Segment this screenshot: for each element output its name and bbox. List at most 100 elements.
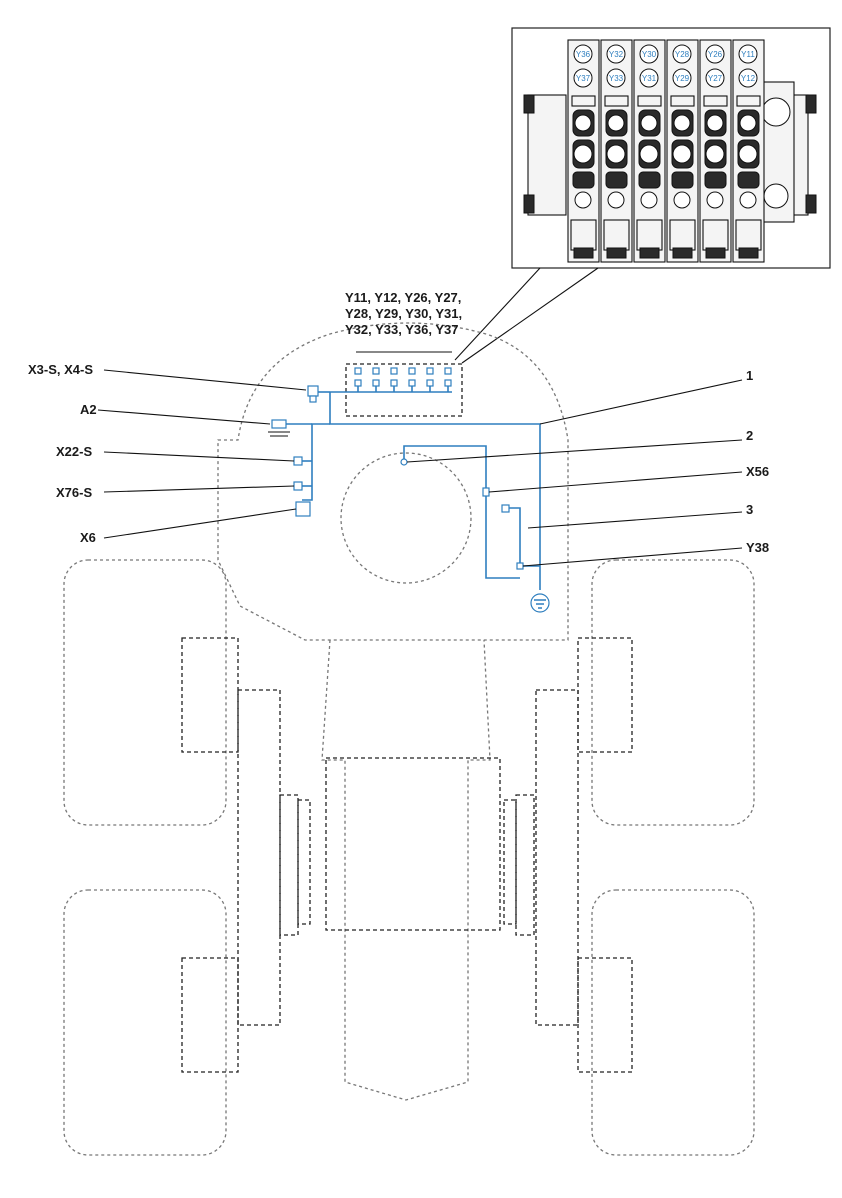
x3-x4-connector xyxy=(307,385,319,397)
slice-foot-base xyxy=(672,247,693,259)
inset-pointer-right xyxy=(461,267,599,364)
coil-top xyxy=(639,44,659,64)
slice-port-ring xyxy=(573,144,593,164)
coil-top-label: Y26 xyxy=(708,50,723,59)
x56-connector xyxy=(482,487,490,497)
harness-branch-turntable xyxy=(403,445,520,579)
slice-spool xyxy=(574,191,592,209)
label-x56: X56 xyxy=(746,464,769,479)
coil-top-label: Y30 xyxy=(642,50,657,59)
coil-top xyxy=(705,44,725,64)
slice-foot-base xyxy=(573,247,594,259)
valve-connector-top xyxy=(372,367,380,375)
coil-top-label: Y32 xyxy=(609,50,624,59)
valve-group-label-3: Y32, Y33, Y36, Y37 xyxy=(345,322,459,337)
valve-connector-top xyxy=(390,367,398,375)
valve-connector-bottom xyxy=(390,379,398,387)
valve-connector-top xyxy=(444,367,452,375)
coil-bottom-label: Y29 xyxy=(675,74,690,83)
harness-trunk xyxy=(329,391,541,590)
slice-port-ring xyxy=(672,144,692,164)
coil-top xyxy=(738,44,758,64)
valve-connectors xyxy=(354,367,452,392)
hub-front-left xyxy=(181,637,239,753)
coil-bottom xyxy=(672,68,692,88)
x22-connector xyxy=(293,456,303,466)
slice-foot-base xyxy=(705,247,726,259)
slice-port-ring xyxy=(607,114,625,132)
leader-lines xyxy=(97,369,743,567)
coil-bottom xyxy=(705,68,725,88)
valve-group-label-1: Y11, Y12, Y26, Y27, xyxy=(345,290,461,305)
label-x6: X6 xyxy=(80,530,96,545)
slice-foot xyxy=(669,219,696,251)
coil-bottom xyxy=(738,68,758,88)
x6-connector xyxy=(295,501,311,517)
ground-symbol xyxy=(530,593,550,613)
slice-port-ring xyxy=(706,114,724,132)
slice-port xyxy=(737,171,760,189)
label-a2: A2 xyxy=(80,402,97,417)
slice-port-ring xyxy=(738,144,758,164)
coil-top-label: Y28 xyxy=(675,50,690,59)
coil-top-label: Y11 xyxy=(741,50,755,59)
slice-port-ring xyxy=(606,144,626,164)
slice-port xyxy=(671,171,694,189)
slice-port-ring xyxy=(639,144,659,164)
item3-connector xyxy=(501,504,510,513)
coil-bottom-label: Y33 xyxy=(609,74,624,83)
slice-foot xyxy=(570,219,597,251)
hub-rear-right xyxy=(577,957,633,1073)
item2-sensor xyxy=(400,458,408,466)
coil-top-label: Y36 xyxy=(576,50,591,59)
slice-port-ring xyxy=(673,114,691,132)
slice-foot xyxy=(636,219,663,251)
engine-block xyxy=(325,757,501,931)
harness-left-drop xyxy=(302,423,330,501)
wheel-front-left xyxy=(63,559,227,826)
slice-detail xyxy=(637,95,662,107)
label-x22: X22-S xyxy=(56,444,92,459)
valve-connector-bottom xyxy=(408,379,416,387)
label-item2: 2 xyxy=(746,428,753,443)
coil-bottom-label: Y37 xyxy=(576,74,591,83)
slice-foot-base xyxy=(738,247,759,259)
valve-group-label-2: Y28, Y29, Y30, Y31, xyxy=(345,306,462,321)
upper-housing-outline xyxy=(217,322,569,641)
coil-bottom-label: Y27 xyxy=(708,74,723,83)
slice-port xyxy=(605,171,628,189)
valve-group-box xyxy=(345,363,463,417)
valve-connector-bottom xyxy=(354,379,362,387)
slice-detail xyxy=(604,95,629,107)
coil-bottom xyxy=(606,68,626,88)
slice-port-ring xyxy=(705,144,725,164)
label-x3-x4: X3-S, X4-S xyxy=(28,362,93,377)
label-x76: X76-S xyxy=(56,485,92,500)
machine-outline xyxy=(63,322,755,1156)
labels: Y11, Y12, Y26, Y27, Y28, Y29, Y30, Y31, … xyxy=(28,290,769,555)
slice-port xyxy=(704,171,727,189)
slice-spool xyxy=(706,191,724,209)
left-axle xyxy=(237,689,281,1026)
wheel-front-right xyxy=(591,559,755,826)
inset-pointer-left xyxy=(454,267,541,361)
coil-top xyxy=(606,44,626,64)
coil-top xyxy=(672,44,692,64)
slice-foot-base xyxy=(606,247,627,259)
coil-top xyxy=(573,44,593,64)
slice-port-ring xyxy=(739,114,757,132)
slice-port xyxy=(638,171,661,189)
slice-spool xyxy=(739,191,757,209)
x76-connector xyxy=(293,481,303,491)
slice-foot xyxy=(735,219,762,251)
harness-branch-item3 xyxy=(508,507,540,567)
slice-spool xyxy=(607,191,625,209)
right-axle xyxy=(535,689,579,1026)
label-item3: 3 xyxy=(746,502,753,517)
slice-spool xyxy=(673,191,691,209)
slice-detail xyxy=(703,95,728,107)
slice-detail xyxy=(670,95,695,107)
center-frame-outline xyxy=(321,639,491,1101)
